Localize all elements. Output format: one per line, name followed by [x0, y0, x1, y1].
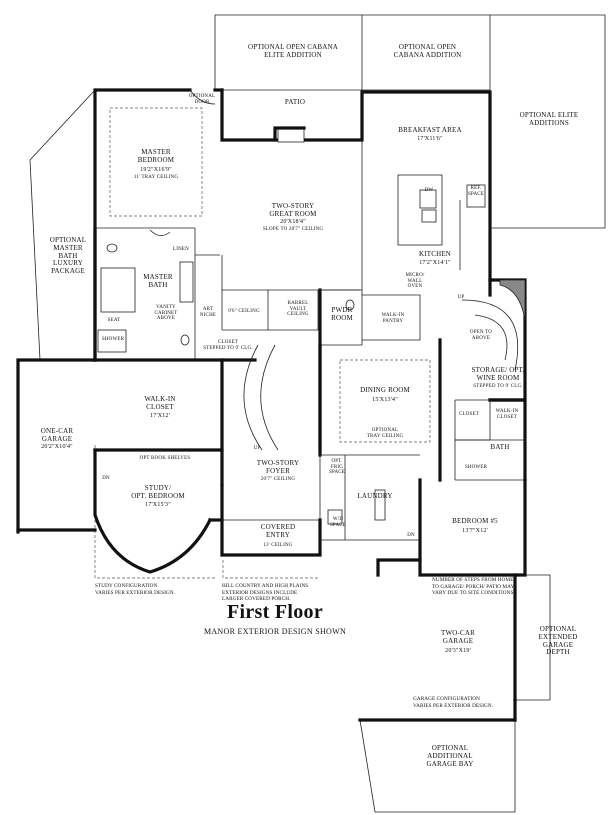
bath-label: BATH: [490, 443, 510, 451]
breakfast-area-dim: 17'X11'6": [417, 136, 443, 142]
optional-door-label: OPTIONAL DOOR: [188, 94, 216, 105]
optional-elite-additions-label: OPTIONAL ELITE ADDITIONS: [519, 111, 579, 127]
optional-master-bath-label: OPTIONAL MASTER BATH LUXURY PACKAGE: [49, 236, 87, 276]
covered-entry-note: 13' CEILING: [263, 543, 293, 548]
linen-label: LINEN: [173, 247, 189, 252]
dn-right-label: DN: [407, 533, 415, 538]
master-bedroom-dim: 19'2"X16'9": [140, 167, 172, 173]
up-foyer-label: UP: [253, 446, 261, 451]
closet-stepped-label: CLOSET STEPPED TO 9' CLG.: [203, 340, 253, 351]
art-niche-label: ART NICHE: [199, 307, 217, 318]
ref-space-label: REF. SPACE: [467, 186, 485, 197]
closet-label: CLOSET: [458, 412, 480, 417]
open-to-above-label: OPEN TO ABOVE: [469, 330, 493, 341]
study-label: STUDY/ OPT. BEDROOM: [131, 484, 185, 500]
dw-label: DW: [424, 188, 434, 193]
great-room-dim: 20'X18'4": [280, 219, 306, 225]
foyer-label: TWO-STORY FOYER: [256, 459, 300, 475]
storage-wine-label: STORAGE/ OPT. WINE ROOM: [471, 366, 525, 382]
page-subtitle: MANOR EXTERIOR DESIGN SHOWN: [203, 627, 347, 636]
vanity-cabinet-label: VANITY CABINET ABOVE: [154, 305, 178, 322]
wd-space-label: W/D SPACE: [329, 517, 347, 528]
dining-tray-note: OPTIONAL TRAY CEILING: [366, 428, 404, 439]
optional-extended-garage-label: OPTIONAL EXTENDED GARAGE DEPTH: [538, 625, 578, 657]
opt-frig-space-label: OPT. FRIG SPACE: [328, 459, 346, 476]
master-bedroom-label: MASTER BEDROOM: [137, 148, 175, 164]
shower2-label: SHOWER: [464, 465, 488, 470]
bedroom5-dim: 13'7"X12': [462, 528, 488, 534]
opt-book-shelves-label: OPT BOOK SHELVES: [139, 456, 191, 461]
covered-entry-label: COVERED ENTRY: [260, 523, 296, 539]
two-car-garage-label: TWO-CAR GARAGE: [440, 629, 476, 645]
optional-open-cabana-elite-label: OPTIONAL OPEN CABANA ELITE ADDITION: [247, 43, 339, 59]
hill-country-note: HILL COUNTRY AND HIGH PLAINS EXTERIOR DE…: [222, 583, 309, 602]
optional-open-cabana-label: OPTIONAL OPEN CABANA ADDITION: [393, 43, 462, 59]
great-room-note: SLOPE TO 20'7" CEILING: [262, 227, 324, 232]
walk-in-closet-small-label: WALK-IN CLOSET: [495, 409, 519, 420]
barrel-vault-label: BARREL VAULT CEILING: [287, 301, 309, 318]
up-spiral-label: UP: [457, 295, 465, 300]
study-config-note: STUDY CONFIGURATION VARIES PER EXTERIOR …: [95, 583, 176, 596]
walk-in-closet-dim: 17'X12': [150, 413, 170, 419]
patio-label: PATIO: [284, 98, 306, 106]
great-room-label: TWO-STORY GREAT ROOM: [269, 202, 317, 218]
laundry-label: LAUNDRY: [357, 492, 393, 500]
foyer-note: 20'7" CEILING: [260, 477, 296, 482]
kitchen-label: KITCHEN: [418, 250, 452, 258]
dining-room-dim: 15'X13'4": [372, 397, 398, 403]
seat-label: SEAT: [107, 318, 121, 323]
optional-garage-bay-label: OPTIONAL ADDITIONAL GARAGE BAY: [426, 744, 474, 768]
bedroom5-label: BEDROOM #5: [452, 517, 498, 525]
shower-label: SHOWER: [101, 337, 125, 342]
one-car-garage-label: ONE-CAR GARAGE: [40, 427, 74, 443]
powder-room-label: PWDR ROOM: [331, 306, 353, 322]
master-bedroom-note: 11' TRAY CEILING: [133, 175, 179, 180]
one-car-garage-dim: 20'2"X10'4": [41, 444, 73, 450]
storage-note: STEPPED TO 9' CLG.: [473, 384, 523, 389]
fixtures: [97, 89, 526, 525]
optional-addition-outlines: [29, 14, 606, 813]
study-dim: 17'X15'3": [145, 502, 171, 508]
page-title: First Floor: [226, 601, 324, 623]
breakfast-area-label: BREAKFAST AREA: [398, 126, 462, 134]
steps-note: NUMBER OF STEPS FROM HOME TO GARAGE/ POR…: [432, 577, 515, 596]
walk-in-pantry-label: WALK-IN PANTRY: [381, 313, 405, 324]
walls: [16, 88, 527, 722]
garage-config-note: GARAGE CONFIGURATION VARIES PER EXTERIOR…: [413, 696, 494, 709]
master-bath-label: MASTER BATH: [143, 273, 173, 289]
kitchen-dim: 17'2"X14'1": [419, 260, 451, 266]
ceiling-96-label: 9'6" CEILING: [228, 309, 260, 314]
two-car-garage-dim: 20'3"X19': [445, 648, 471, 654]
micro-wall-oven-label: MICRO/ WALL OVEN: [405, 273, 425, 290]
dn-left-label: DN: [102, 476, 110, 481]
dining-room-label: DINING ROOM: [360, 386, 410, 394]
walk-in-closet-label: WALK-IN CLOSET: [144, 395, 176, 411]
